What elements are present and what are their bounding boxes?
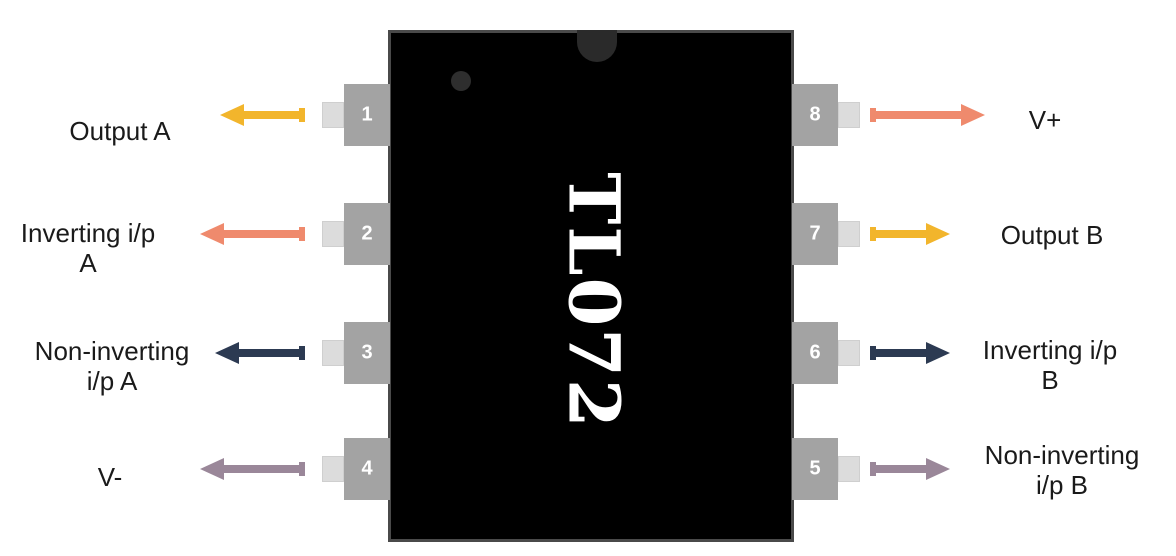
pin-6-arrow	[870, 342, 950, 364]
pin-label-line: Inverting i/p	[982, 335, 1118, 365]
pin-8-label: V+	[935, 105, 1155, 135]
chip-part-number: TL072	[552, 172, 636, 430]
pin-1: 1	[344, 84, 390, 146]
pin-6: 6	[792, 322, 838, 384]
pin-1-label: Output A	[10, 116, 230, 146]
pin-label-line: B	[1041, 365, 1059, 395]
pin-label-line: Inverting i/p	[20, 218, 156, 248]
pin-label-line: V+	[1028, 105, 1062, 135]
pin-4-label: V-	[0, 462, 220, 492]
pin-lead-stub	[322, 456, 344, 482]
pin-label-line: Non-inverting	[34, 336, 190, 366]
pin-number: 5	[809, 457, 821, 480]
pin-label-line: Non-inverting	[984, 440, 1140, 470]
pin-number: 8	[809, 103, 821, 126]
chip-notch	[577, 30, 617, 62]
pin-8-arrow	[870, 104, 985, 126]
pin-7-arrow	[870, 223, 950, 245]
pin1-indicator-dot	[451, 71, 471, 91]
pin-number: 4	[361, 457, 373, 480]
pin-5: 5	[792, 438, 838, 500]
pin-number: 7	[809, 222, 821, 245]
pin-2-arrow	[200, 223, 305, 245]
pin-5-arrow	[870, 458, 950, 480]
pin-lead-stub	[322, 340, 344, 366]
pin-label-line: i/p A	[86, 366, 138, 396]
pin-lead-stub	[838, 456, 860, 482]
pin-1-arrow	[220, 104, 305, 126]
pin-label-line: Output A	[69, 116, 171, 146]
pin-8: 8	[792, 84, 838, 146]
pin-7: 7	[792, 203, 838, 265]
pin-2: 2	[344, 203, 390, 265]
pin-4-arrow	[200, 458, 305, 480]
pin-number: 1	[361, 103, 373, 126]
pin-label-line: i/p B	[1035, 470, 1089, 500]
pin-lead-stub	[322, 102, 344, 128]
pin-label-line: V-	[97, 462, 123, 492]
pin-lead-stub	[838, 340, 860, 366]
pin-number: 3	[361, 341, 373, 364]
pin-3: 3	[344, 322, 390, 384]
pin-label-line: Output B	[1000, 220, 1104, 250]
pin-4: 4	[344, 438, 390, 500]
pin-3-arrow	[215, 342, 305, 364]
pin-number: 2	[361, 222, 373, 245]
pin-number: 6	[809, 341, 821, 364]
pin-lead-stub	[838, 221, 860, 247]
pin-label-line: A	[79, 248, 97, 278]
pin-lead-stub	[838, 102, 860, 128]
chip-body: TL072	[388, 30, 794, 542]
pin-7-label: Output B	[942, 220, 1162, 250]
pin-lead-stub	[322, 221, 344, 247]
